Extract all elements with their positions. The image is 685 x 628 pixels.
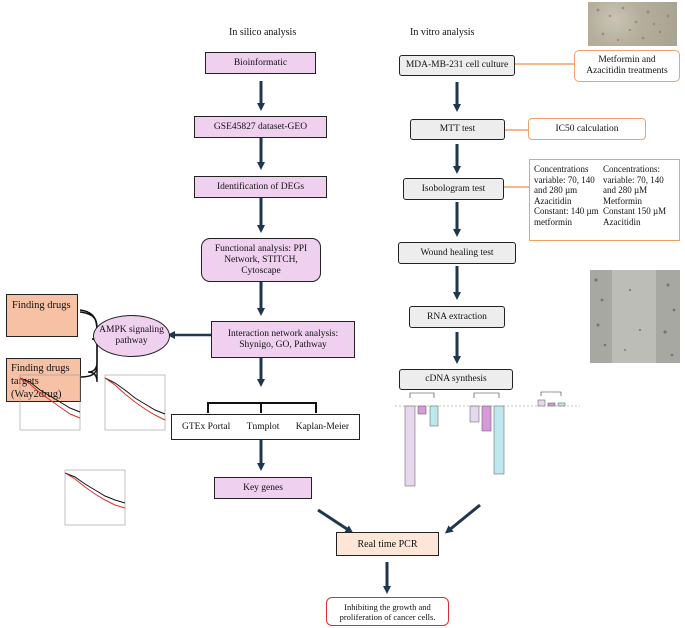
step-real-time-pcr: Real time PCR	[336, 532, 439, 556]
brace	[79, 311, 98, 378]
step-gse45827: GSE45827 dataset-GEO	[194, 116, 327, 138]
outcome-box: Inhibiting the growth and proliferation …	[326, 597, 449, 626]
tool-gtex: GTEx Portal	[182, 421, 231, 432]
ampk-pathway: AMPK signaling pathway	[93, 315, 170, 357]
wound-texture	[594, 270, 676, 363]
tool-tnmplot: Tnmplot	[246, 421, 280, 432]
step-mda-mb-231: MDA-MB-231 cell culture	[399, 55, 515, 76]
wound-healing-image	[590, 270, 680, 363]
step-key-genes: Key genes	[214, 477, 312, 499]
cell-texture	[596, 6, 670, 42]
tools-box: GTEx Portal Tnmplot Kaplan-Meier	[171, 414, 360, 440]
step-functional-analysis: Functional analysis: PPI Network, STITCH…	[201, 238, 321, 282]
step-mtt-test: MTT test	[410, 119, 505, 140]
arrow-key-genes-to-pcr	[317, 508, 354, 534]
note-conc-left: Concentrations variable: 70, 140 and 280…	[534, 164, 599, 227]
finding-drugs: Finding drugs	[6, 294, 78, 337]
step-wound-healing: Wound healing test	[398, 242, 516, 264]
step-cdna-synthesis: cDNA synthesis	[399, 369, 513, 390]
in-vitro-header: In vitro analysis	[410, 27, 475, 38]
note-concentrations: Concentrations variable: 70, 140 and 280…	[529, 159, 680, 241]
step-bioinformatic: Bioinformatic	[205, 52, 316, 74]
finding-drugs-targets: Finding drugs targets (Way2drug)	[6, 358, 81, 402]
step-identification-degs: Identification of DEGs	[194, 176, 327, 198]
step-interaction-network: Interaction network analysis: Shynigo, G…	[211, 321, 355, 358]
tool-kaplan-meier: Kaplan-Meier	[295, 421, 349, 432]
step-isobologram: Isobologram test	[403, 178, 504, 200]
note-treatments: Metformin and Azacitidin treatments	[574, 50, 680, 82]
note-conc-right: Concentrations: variable: 70, 140 and 28…	[603, 164, 667, 227]
in-silico-header: In silico analysis	[229, 27, 297, 38]
note-ic50: IC50 calculation	[528, 118, 646, 140]
arrow-vitro-to-pcr	[444, 503, 481, 534]
cell-culture-image	[588, 2, 677, 46]
step-rna-extraction: RNA extraction	[409, 306, 505, 328]
